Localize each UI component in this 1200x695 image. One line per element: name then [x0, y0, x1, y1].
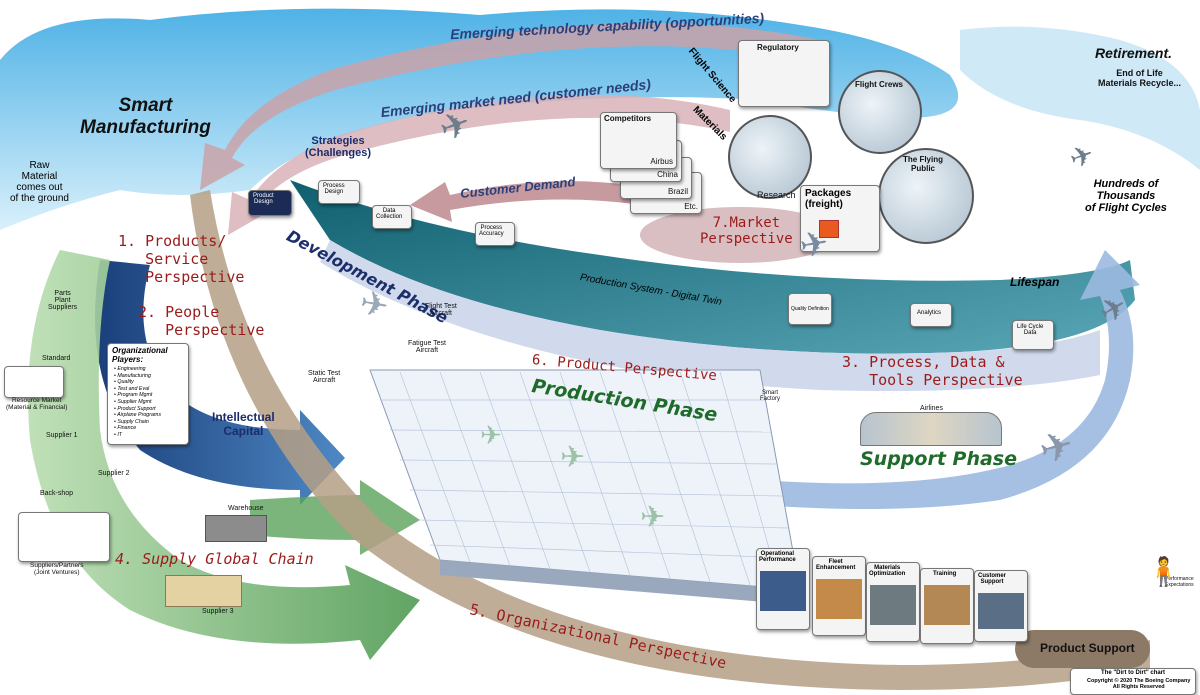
research-label: Research	[757, 190, 796, 200]
product-design-box: Product Design	[248, 190, 292, 216]
flight-crews-label: Flight Crews	[855, 80, 903, 89]
product-support-label: Product Support	[1040, 641, 1135, 655]
strategies-label: Strategies (Challenges)	[305, 135, 371, 159]
process-design-box: Process Design	[318, 180, 360, 204]
raw-material-label: Raw Material comes out of the ground	[10, 160, 69, 204]
smart-factory-label: Smart Factory	[760, 390, 780, 402]
organizational-player-item: • Quality	[114, 379, 161, 386]
fatigue-test-label: Fatigue Test Aircraft	[408, 340, 446, 354]
quality-definition-label: Quality Definition	[791, 306, 829, 312]
market-perspective-label: 7.Market Perspective	[700, 215, 793, 247]
competitor-card-label: Etc.	[684, 202, 698, 211]
product-design-label: Product Design	[253, 193, 274, 205]
process-accuracy-label: Process Accuracy	[479, 225, 504, 237]
support-card-photo	[870, 585, 916, 625]
organizational-player-item: • Manufacturing	[114, 373, 161, 380]
support-card-label: Fleet Enhancement	[816, 559, 855, 571]
organizational-player-item: • Supply Chain	[114, 419, 161, 426]
competitor-card-label: Airbus	[650, 157, 673, 166]
backshop-label: Back-shop	[40, 490, 73, 497]
process-perspective-label: 3. Process, Data & Tools Perspective	[842, 353, 1023, 389]
resource-market-box	[4, 366, 64, 398]
resource-market-label: Resource Market (Material & Financial)	[6, 397, 67, 411]
supplier3-label: Supplier 3	[202, 608, 234, 615]
flying-public-label: The Flying Public	[903, 155, 943, 173]
partners-label: Suppliers/Partners (Joint Ventures)	[30, 562, 83, 576]
airlines-hangars	[860, 412, 1002, 446]
footer-box: The "Dirt to Dirt" chart Copyright © 202…	[1070, 668, 1196, 695]
support-card: Materials Optimization	[866, 562, 920, 642]
lifespan-label: Lifespan	[1010, 275, 1059, 289]
end-of-life-label: End of Life Materials Recycle...	[1098, 68, 1181, 88]
support-card: Training	[920, 568, 974, 644]
process-accuracy-box: Process Accuracy	[475, 222, 515, 246]
support-card-photo	[760, 571, 806, 611]
data-collection-label: Data Collection	[376, 208, 402, 220]
support-card: Fleet Enhancement	[812, 556, 866, 636]
organizational-player-item: • IT	[114, 432, 161, 439]
support-card-label: Training	[933, 571, 956, 577]
regulatory-panel: Regulatory	[738, 40, 830, 107]
warehouse-label: Warehouse	[228, 505, 264, 512]
supply-chain-perspective-label: 4. Supply Global Chain	[115, 550, 314, 568]
support-card-label: Operational Performance	[759, 551, 796, 563]
competitor-card-label: Brazil	[668, 187, 688, 196]
organizational-player-item: • Airplane Programs	[114, 412, 161, 419]
life-cycle-data-label: Life Cycle Data	[1017, 324, 1043, 336]
support-phase-label: Support Phase	[860, 448, 1017, 470]
process-design-label: Process Design	[323, 183, 345, 195]
analytics-label: Analytics	[917, 310, 941, 316]
people-perspective-label: 2. People Perspective	[138, 303, 264, 339]
organizational-player-item: • Finance	[114, 425, 161, 432]
support-card-photo	[924, 585, 970, 625]
airplane-icon: ✈	[480, 420, 502, 451]
supplier3-building	[165, 575, 242, 607]
intellectual-capital-label: Intellectual Capital	[212, 410, 275, 438]
organizational-player-item: • Test and Eval	[114, 386, 161, 393]
support-card-photo	[978, 593, 1024, 629]
competitors-label: Competitors	[604, 114, 651, 123]
supplier2-label: Supplier 2	[98, 470, 130, 477]
quality-definition-box: Quality Definition	[788, 293, 832, 325]
analytics-box: Analytics	[910, 303, 952, 327]
organizational-players-title: Organizational Players:	[112, 346, 168, 364]
organizational-player-item: • Program Mgmt	[114, 392, 161, 399]
support-card-label: Materials Optimization	[869, 565, 905, 577]
standard-label: Standard	[42, 355, 70, 362]
organizational-player-item: • Engineering	[114, 366, 161, 373]
partners-box	[18, 512, 110, 562]
data-collection-box: Data Collection	[372, 205, 412, 229]
supplier1-label: Supplier 1	[46, 432, 78, 439]
competitor-card-label: China	[657, 170, 678, 179]
support-card: Operational Performance	[756, 548, 810, 630]
support-card-label: Customer Support	[978, 573, 1006, 585]
organizational-player-item: • Supplier Mgmt	[114, 399, 161, 406]
footer-copyright: Copyright © 2020 The Boeing Company All …	[1087, 678, 1190, 690]
flight-test-label: Flight Test Aircraft	[425, 303, 457, 317]
warehouse-building	[205, 515, 267, 542]
organizational-players-panel: Organizational Players: • Engineering• M…	[107, 343, 189, 445]
packages-label: Packages (freight)	[805, 188, 851, 210]
life-cycle-data-box: Life Cycle Data	[1012, 320, 1054, 350]
parts-plant-label: Parts Plant Suppliers	[48, 290, 77, 311]
organizational-players-list: • Engineering• Manufacturing• Quality• T…	[114, 366, 161, 439]
airplane-icon: ✈	[640, 500, 665, 535]
products-perspective-label: 1. Products/ Service Perspective	[118, 232, 244, 286]
hundreds-label: Hundreds of Thousands of Flight Cycles	[1085, 178, 1167, 214]
airlines-label: Airlines	[920, 405, 943, 412]
regulatory-label: Regulatory	[757, 43, 799, 52]
support-card: Customer Support	[974, 570, 1028, 642]
static-test-label: Static Test Aircraft	[308, 370, 340, 384]
person-icon: 🧍	[1146, 555, 1181, 588]
support-card-photo	[816, 579, 862, 619]
footer-title: The "Dirt to Dirt" chart	[1101, 670, 1165, 676]
competitors-stack: Etc. Brazil China Competitors Airbus	[600, 112, 720, 222]
retirement-title: Retirement.	[1095, 45, 1172, 61]
airplane-icon: ✈	[560, 440, 585, 475]
competitor-card: Competitors Airbus	[600, 112, 677, 169]
organizational-player-item: • Product Support	[114, 406, 161, 413]
smart-manufacturing-title: Smart Manufacturing	[80, 95, 211, 139]
